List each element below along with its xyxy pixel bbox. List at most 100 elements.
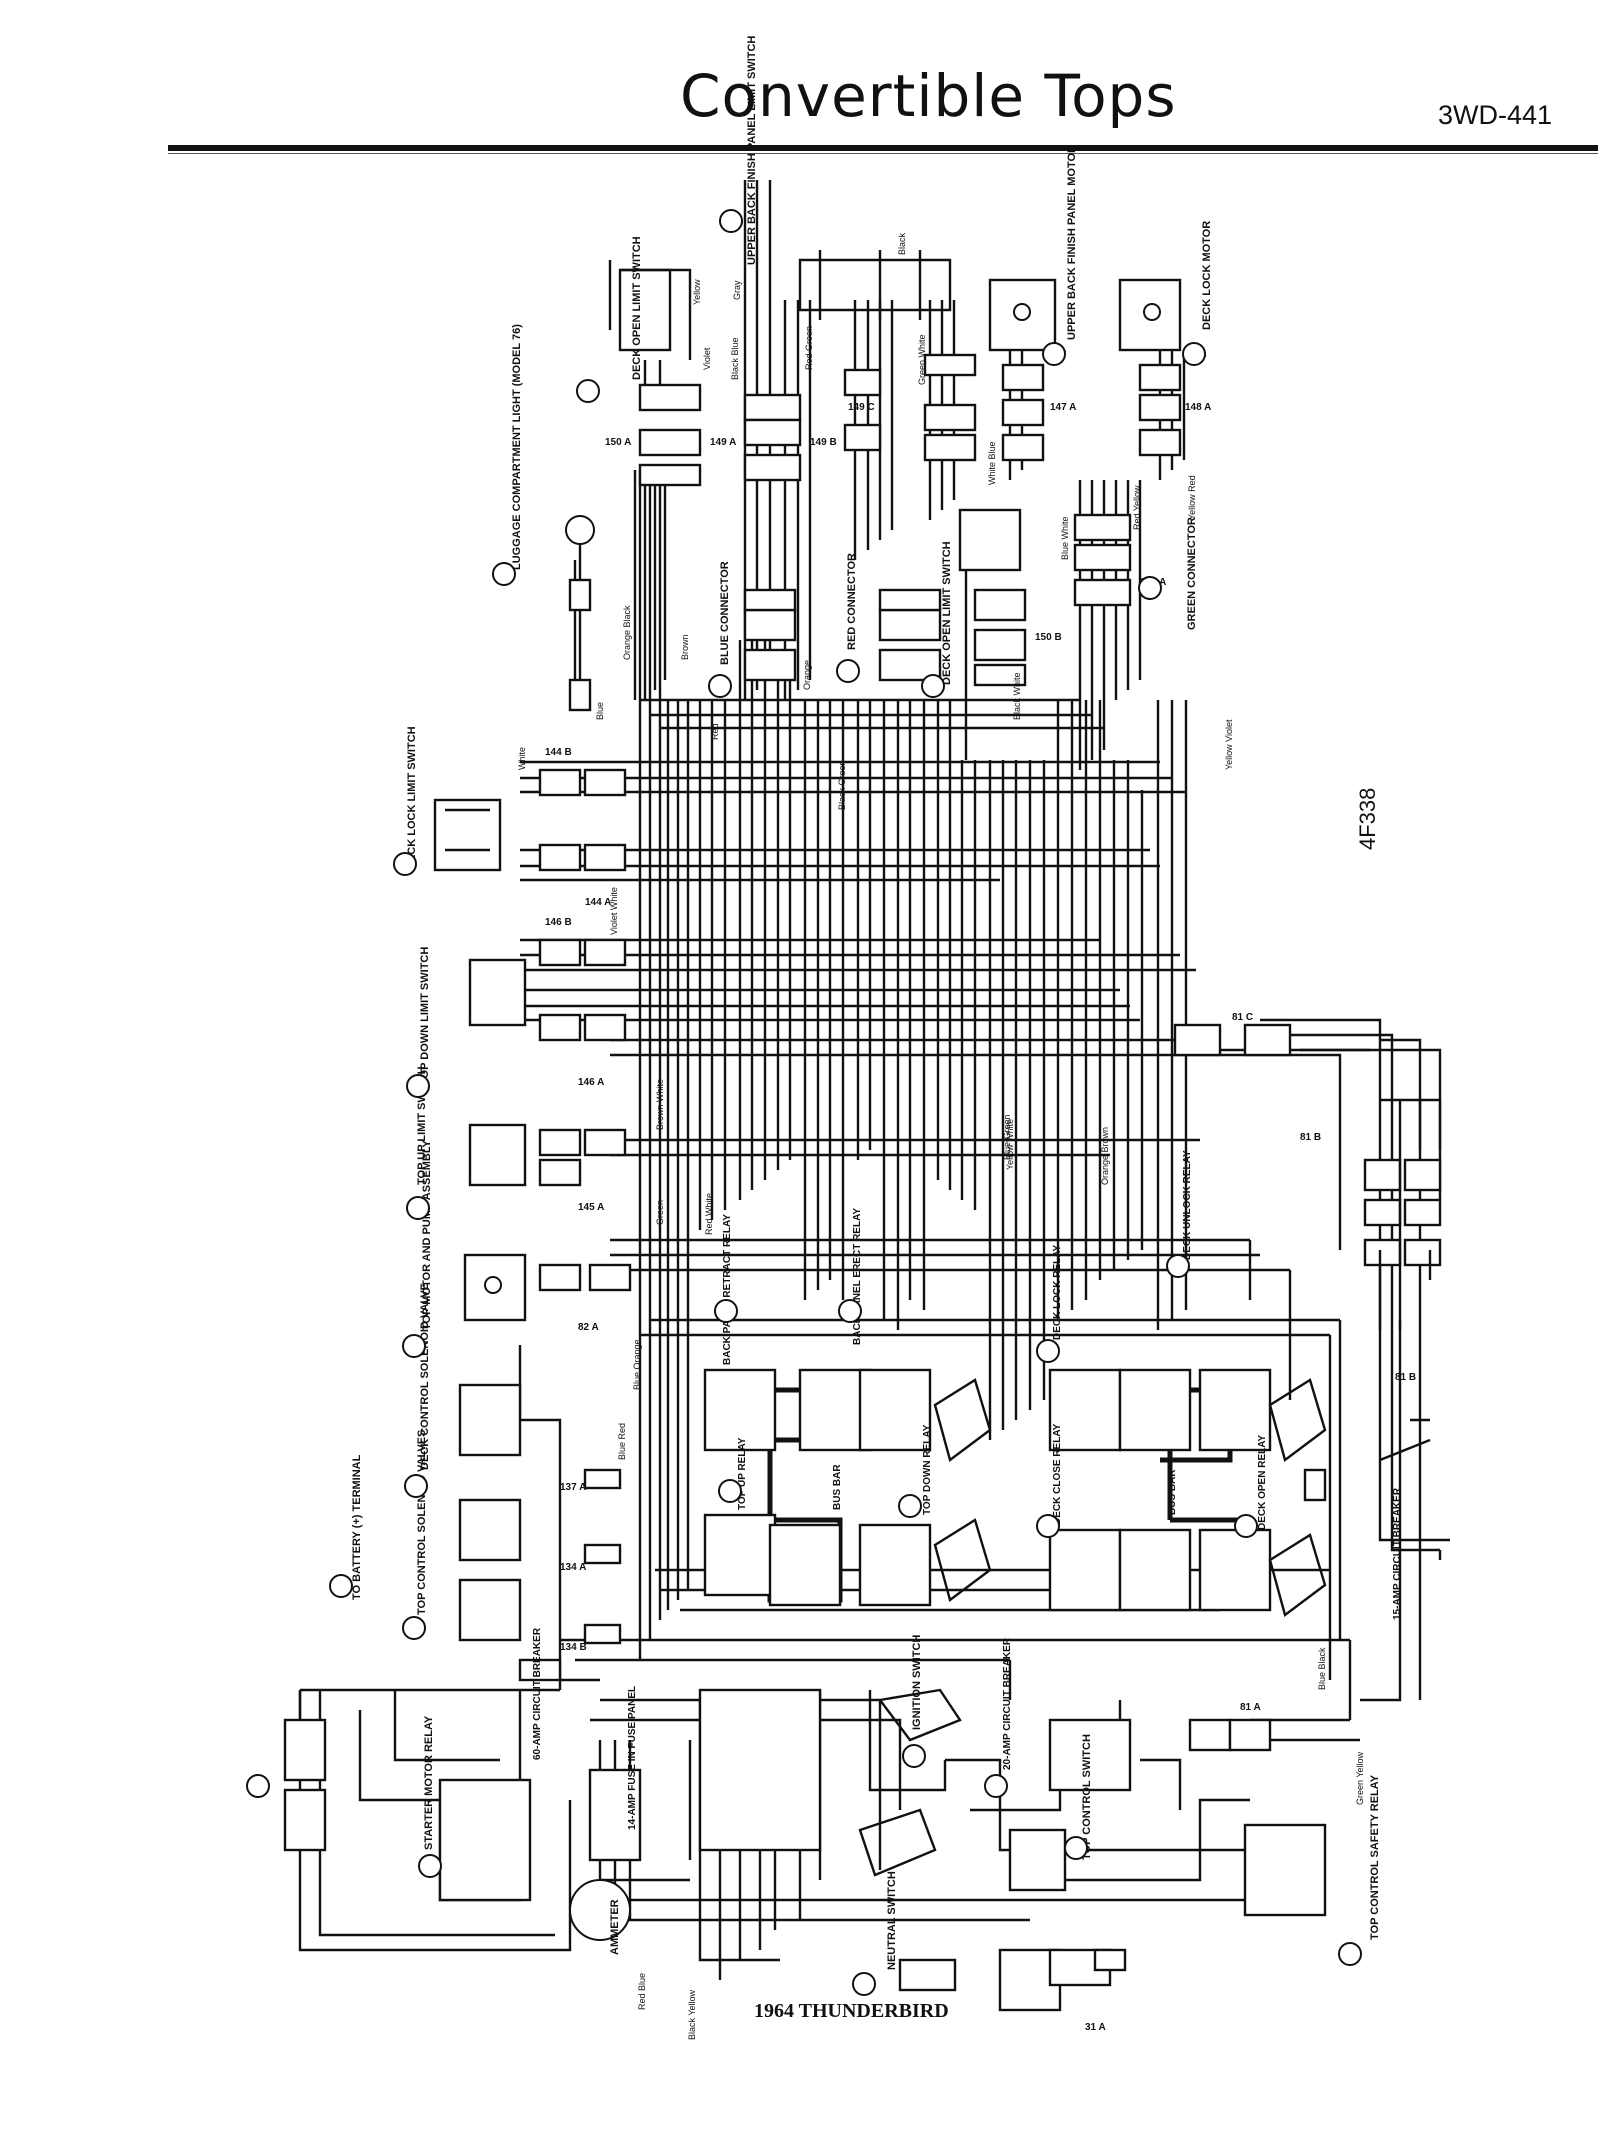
tag-149b: 149 B	[810, 437, 837, 448]
label-150-top: DECK OPEN LIMIT SWITCH	[631, 236, 643, 380]
labels: DECK OPEN LIMIT SWITCH 150 UPPER BACK FI…	[250, 36, 1403, 1991]
drawing-number: 4F338	[1355, 788, 1380, 850]
right-side-feeds	[1378, 1098, 1442, 1462]
footer-caption: 1964 THUNDERBIRD	[754, 2000, 949, 2022]
label-busbar-left: BUS BAR	[832, 1464, 843, 1510]
tag-146a: 146 A	[578, 1077, 604, 1088]
wire-label: Black Green	[837, 760, 847, 810]
label-81: TOP CONTROL SWITCH	[1081, 1734, 1093, 1860]
tag-145a: 145 A	[578, 1202, 604, 1213]
label-ammeter: AMMETER	[609, 1899, 621, 1955]
label-150-mid: DECK OPEN LIMIT SWITCH	[941, 541, 953, 685]
top-up-limit-switch	[468, 1123, 627, 1187]
tag-149a: 149 A	[710, 437, 736, 448]
wire-label: Orange Brown	[1100, 1127, 1110, 1185]
wire-label: Green White	[917, 334, 927, 385]
wire-label: Yellow	[692, 279, 702, 305]
wire-label: Yellow White	[1005, 1119, 1015, 1170]
label-177: BLUE CONNECTOR	[719, 561, 731, 665]
number-circles	[246, 209, 1362, 1996]
wire-label: Brown	[680, 634, 690, 660]
tag-31a: 31 A	[1085, 2022, 1106, 2033]
wire-label: Black Blue	[730, 337, 740, 380]
wire-label: Black Yellow	[687, 1989, 697, 2040]
upper-back-panel-motor	[988, 278, 1057, 462]
tag-146b: 146 B	[545, 917, 572, 928]
label-34: 20-AMP CIRCUIT BREAKER	[1002, 1637, 1013, 1770]
tag-82a: 82 A	[578, 1322, 599, 1333]
page-title: Convertible Tops	[680, 62, 1177, 130]
wire-label: Blue Orange	[632, 1339, 642, 1390]
wire-label: Brown White	[655, 1079, 665, 1130]
tag-81b2: 81 B	[1395, 1372, 1416, 1383]
relay-group-right	[1048, 1368, 1327, 1618]
deck-control-solenoid	[458, 1383, 622, 1490]
tag-148a: 148 A	[1185, 402, 1211, 413]
wire-label: Yellow Violet	[1224, 719, 1234, 770]
tag-81a: 81 A	[1240, 1702, 1261, 1713]
page-code: 3WD-441	[1438, 100, 1553, 130]
label-busbar-right: BUS BAR	[1167, 1469, 1178, 1515]
wire-label: Red Blue	[637, 1973, 647, 2010]
label-41: IGNITION SWITCH	[911, 1635, 923, 1730]
label-113: TOP CONTROL SAFETY RELAY	[1369, 1774, 1381, 1940]
tag-149c: 149 C	[848, 402, 875, 413]
luggage-light	[565, 515, 595, 712]
wire-label: Violet	[702, 347, 712, 370]
label-147: UPPER BACK FINISH PANEL MOTOR	[1066, 145, 1078, 340]
tag-144a: 144 A	[585, 897, 611, 908]
deck-lock-limit-switch	[433, 768, 627, 872]
upper-back-panel-limit-switch	[743, 250, 977, 482]
wire-label: Green	[655, 1200, 665, 1225]
tag-147a: 147 A	[1050, 402, 1076, 413]
wire-label: Blue Red	[617, 1423, 627, 1460]
top-control-switch-blocks-right	[1173, 1023, 1442, 1267]
label-fuse14: 14-AMP FUSE IN FUSE PANEL	[627, 1686, 638, 1830]
label-relay-decklock: DECK LOCK RELAY	[1052, 1244, 1063, 1340]
wire-label: Yellow Red	[1187, 475, 1197, 520]
label-breaker60: 60-AMP CIRCUIT BREAKER	[532, 1627, 543, 1760]
label-2: STARTER MOTOR RELAY	[423, 1715, 435, 1850]
header-rule	[168, 145, 1598, 151]
tag-150a: 150 A	[605, 437, 631, 448]
label-82-light: LUGGAGE COMPARTMENT LIGHT (MODEL 76)	[511, 324, 523, 570]
wire-label: Blue White	[1060, 516, 1070, 560]
label-178: GREEN CONNECTOR	[1186, 517, 1198, 630]
relay-group-left	[703, 1368, 992, 1607]
header-rule-thin	[168, 153, 1598, 154]
tag-137a: 137 A	[560, 1482, 586, 1493]
tag-81b: 81 B	[1300, 1132, 1321, 1143]
wire-label: Gray	[732, 280, 742, 300]
wire-label: Black	[897, 232, 907, 255]
wire-label: Violet White	[609, 887, 619, 935]
label-relay-topdown: TOP DOWN RELAY	[922, 1424, 933, 1515]
deck-lock-motor	[1118, 278, 1182, 457]
tag-150b: 150 B	[1035, 632, 1062, 643]
tag-81c: 81 C	[1232, 1012, 1253, 1023]
wire-label: Blue	[595, 702, 605, 720]
wire-label: White	[517, 747, 527, 770]
label-relay-retract: BACK PANEL RETRACT RELAY	[722, 1214, 733, 1365]
wire-label: White Blue	[987, 441, 997, 485]
top-control-solenoid-valves	[458, 1498, 622, 1645]
connector-blocks-mid	[743, 508, 1027, 687]
wire-label: Green Yellow	[1355, 1751, 1365, 1805]
top-down-limit-switch	[468, 938, 627, 1042]
wire-label: Orange	[802, 660, 812, 690]
label-relay-topup: TOP UP RELAY	[737, 1437, 748, 1510]
wire-label: Red Yellow	[1132, 485, 1142, 530]
label-relay-deckclose: DECK CLOSE RELAY	[1052, 1423, 1063, 1525]
label-31: NEUTRAL SWITCH	[886, 1871, 898, 1970]
label-12: TO BATTERY (+) TERMINAL	[351, 1454, 363, 1600]
label-137: DECK CONTROL SOLENOID VALVE	[419, 1283, 431, 1470]
label-relay-deckunlock: DECK UNLOCK RELAY	[1182, 1150, 1193, 1260]
label-149: UPPER BACK FINISH PANEL LIMIT SWITCH	[746, 36, 758, 265]
label-relay-deckopen: DECK OPEN RELAY	[1257, 1434, 1268, 1530]
green-connector	[1073, 513, 1132, 607]
tag-134b: 134 B	[560, 1642, 587, 1653]
label-146: TOP DOWN LIMIT SWITCH	[419, 947, 431, 1085]
wire-label: Red White	[704, 1193, 714, 1235]
wire-label: Black White	[1012, 672, 1022, 720]
label-148: DECK LOCK MOTOR	[1201, 221, 1213, 330]
label-176: RED CONNECTOR	[846, 553, 858, 650]
